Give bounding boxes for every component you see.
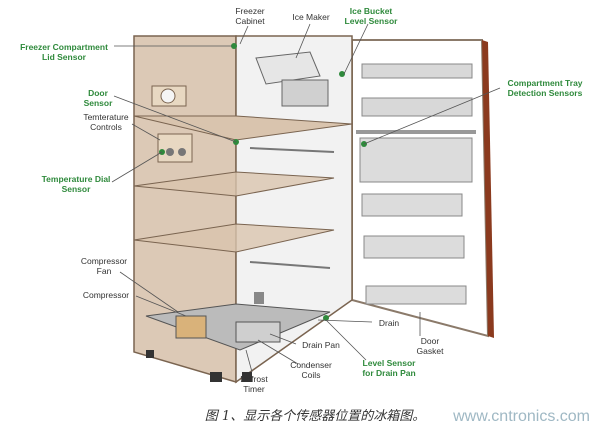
label-compressor: Compressor [82,290,130,300]
label-freezer-cabinet: Freezer Cabinet [235,6,265,26]
label-door-sensor: Door Sensor [83,88,113,108]
label-compartment-tray-sensors: Compartment Tray Detection Sensors [507,78,583,98]
freezer-lid-sensor-dot [231,43,237,49]
ice-bucket-sensor-dot [339,71,345,77]
sensor-markers [159,43,367,321]
label-condenser-coils: Condenser Coils [290,360,332,380]
watermark: www.cntronics.com [453,408,590,425]
label-ice-maker: Ice Maker [292,12,330,22]
label-drain: Drain [378,318,400,328]
label-compressor-fan: Compressor Fan [80,256,128,276]
drain-pan-sensor-dot [323,315,329,321]
label-temp-controls: Temterature Controls [83,112,129,132]
label-door-gasket: Door Gasket [416,336,444,356]
fridge-cabinet [133,35,353,384]
figure-caption: 图 1、显示各个传感器位置的冰箱图。 [204,409,426,424]
label-ice-bucket-sensor: Ice Bucket Level Sensor [344,6,398,26]
label-drain-pan: Drain Pan [302,340,340,350]
label-level-sensor-drain-pan: Level Sensor for Drain Pan [362,358,416,378]
callout-lines [111,23,501,373]
label-freezer-lid-sensor: Freezer Compartment Lid Sensor [20,42,108,62]
label-defrost-timer: Defrost Timer [240,374,268,394]
label-temp-dial-sensor: Temperature Dial Sensor [41,174,111,194]
fridge-door [351,39,494,338]
